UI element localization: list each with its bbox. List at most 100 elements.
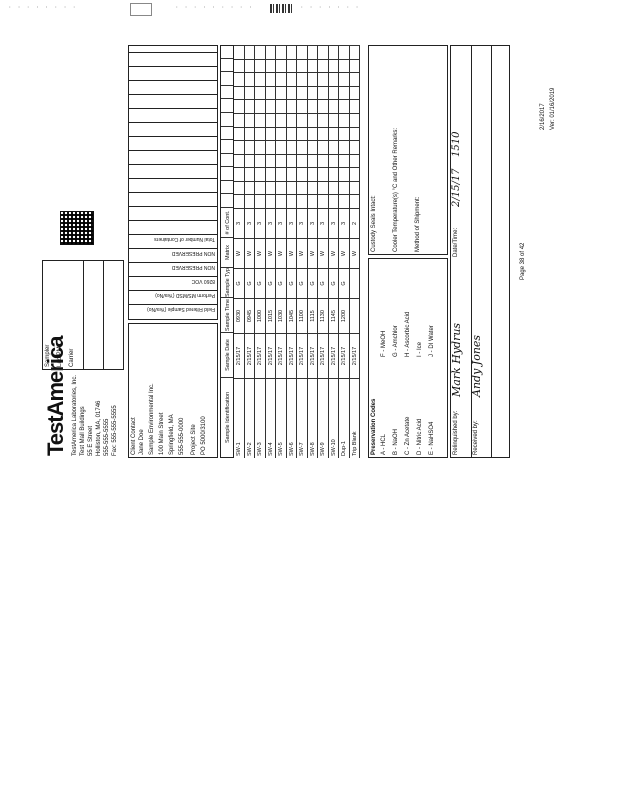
analysis-header: Field Filtered Sample (Yes/No)Perform MS… (128, 45, 218, 320)
analysis-check-cell (339, 45, 350, 59)
analysis-check-cell (349, 140, 360, 154)
analysis-check-cell (234, 180, 245, 195)
analysis-check-cell (255, 167, 266, 181)
analysis-check-cell (328, 112, 339, 127)
analysis-check-cell (286, 112, 297, 127)
table-cell-id: SW-5 (276, 378, 287, 458)
column-header: Sample Time (221, 297, 234, 332)
analysis-check-cell (318, 112, 329, 127)
analysis-check-cell (286, 180, 297, 195)
analysis-check-cell (318, 45, 329, 59)
analysis-check-cell (265, 126, 276, 141)
analysis-check-cell (255, 99, 266, 113)
analysis-check-cell (265, 194, 276, 208)
table-cell-date: 2/15/17 (339, 333, 350, 378)
analysis-check-cell (307, 45, 318, 59)
analysis-column-header (221, 166, 234, 180)
preservation-code: H - Ascorbic Acid (405, 311, 411, 357)
table-cell-matrix: W (244, 238, 255, 268)
analysis-check-cell (318, 180, 329, 195)
preservation-code: F - MeOH (381, 330, 387, 357)
table-cell-matrix: W (297, 238, 308, 268)
analysis-check-cell (234, 112, 245, 127)
table-cell-id: SW-9 (318, 378, 329, 458)
analysis-check-cell (349, 99, 360, 113)
qr-code-icon (60, 211, 94, 245)
analysis-check-cell (255, 72, 266, 86)
analysis-check-cell (349, 72, 360, 86)
table-cell-date: 2/15/17 (328, 333, 339, 378)
analysis-check-cell (297, 126, 308, 141)
preservation-code: C - Zn Acetate (405, 416, 411, 455)
table-cell-matrix: W (307, 238, 318, 268)
relinquished-by-label: Relinquished by: (453, 410, 459, 455)
analysis-check-cell (339, 58, 350, 73)
analysis-column-header (221, 111, 234, 126)
analysis-check-cell (234, 194, 245, 208)
analysis-check-cell (297, 58, 308, 73)
analysis-check-cell (328, 180, 339, 195)
analysis-check-cell (318, 153, 329, 168)
analysis-column-header (221, 71, 234, 85)
preservation-code: G - Amchlor (393, 325, 399, 357)
lab-name: TestAmerica Laboratories, Inc. (72, 374, 78, 456)
table-cell-time: 1030 (276, 298, 287, 333)
analysis-label: 8260 VOC (191, 278, 215, 284)
table-cell-cont: 3 (234, 208, 245, 238)
analysis-check-cell (307, 72, 318, 86)
analysis-check-cell (339, 112, 350, 127)
analysis-check-cell (339, 180, 350, 195)
table-cell-matrix: W (255, 238, 266, 268)
table-cell-id: SW-4 (265, 378, 276, 458)
table-cell-id: SW-7 (297, 378, 308, 458)
analysis-check-cell (286, 194, 297, 208)
client-info-box: Client Contact Jane Doe Sample Environme… (128, 323, 218, 458)
analysis-check-cell (244, 180, 255, 195)
analysis-check-cell (307, 112, 318, 127)
analysis-check-cell (244, 72, 255, 86)
relinquished-time: 1510 (451, 131, 462, 157)
analysis-check-cell (244, 85, 255, 100)
relinquished-signature: Mark Hydrus (450, 322, 463, 397)
relinquish-box: Relinquished by: Mark Hydrus Date/Time: … (450, 45, 510, 458)
project-name: Project Site (191, 424, 197, 455)
date-time-label: Date/Time: (453, 227, 459, 257)
method-shipment-label: Method of Shipment: (415, 196, 421, 252)
barcode-icon (270, 4, 294, 13)
analysis-check-cell (265, 99, 276, 113)
analysis-check-cell (349, 85, 360, 100)
table-cell-cont: 3 (307, 208, 318, 238)
table-cell-matrix: W (265, 238, 276, 268)
analysis-check-cell (265, 112, 276, 127)
table-cell-type: G (265, 268, 276, 298)
analysis-column-header (221, 139, 234, 153)
analysis-column-header (221, 152, 234, 167)
analysis-check-cell (265, 180, 276, 195)
table-cell-cont: 2 (349, 208, 360, 238)
sampler-box: Sampler Lab PM Carrier (42, 260, 124, 370)
analysis-check-cell (234, 99, 245, 113)
lab-phone: 555-555-5555 (104, 418, 110, 456)
analysis-check-cell (318, 99, 329, 113)
table-cell-matrix: W (339, 238, 350, 268)
table-cell-cont: 3 (244, 208, 255, 238)
analysis-check-cell (286, 167, 297, 181)
column-header: # of Cont. (221, 207, 234, 237)
analysis-check-cell (328, 99, 339, 113)
analysis-check-cell (297, 180, 308, 195)
scan-header-text: · · · · · · · · · · (300, 4, 360, 11)
analysis-check-cell (349, 180, 360, 195)
analysis-check-cell (339, 167, 350, 181)
table-cell-matrix: W (318, 238, 329, 268)
table-cell-time: 1115 (307, 298, 318, 333)
table-cell-date: 2/15/17 (318, 333, 329, 378)
preservation-code: J - DI Water (429, 325, 435, 357)
table-cell-id: SW-8 (307, 378, 318, 458)
analysis-check-cell (318, 194, 329, 208)
table-cell-cont: 3 (328, 208, 339, 238)
